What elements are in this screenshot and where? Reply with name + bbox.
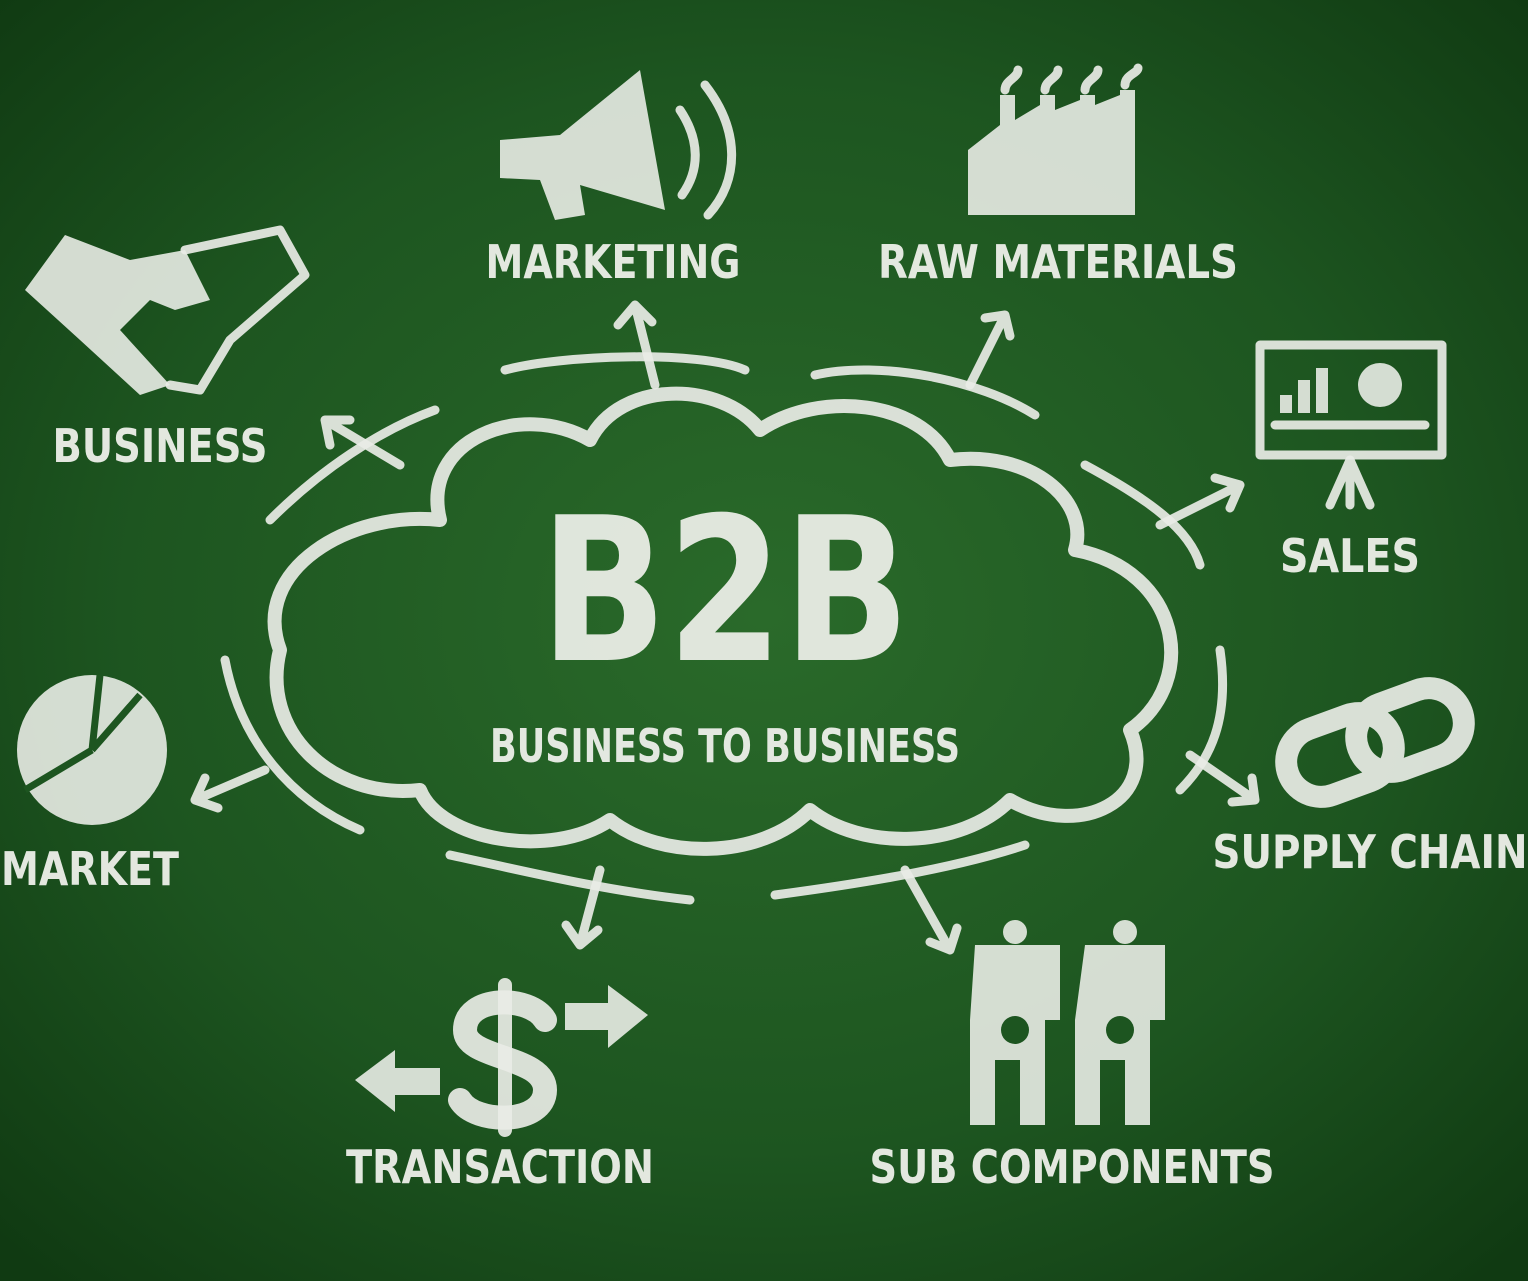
outer-arcs [220,352,1228,905]
label-raw-materials: RAW MATERIALS [878,235,1238,289]
label-business: BUSINESS [53,419,268,473]
pie-chart-icon [17,674,167,825]
chain-link-icon [1275,677,1475,808]
puzzle-pieces-icon [970,920,1165,1125]
label-sub-components: SUB COMPONENTS [870,1140,1275,1194]
label-market: MARKET [1,842,180,896]
handshake-icon [25,225,310,395]
connector-arrows [190,300,1260,955]
label-supply-chain: SUPPLY CHAIN [1213,825,1528,879]
dollar-exchange-icon [355,978,648,1137]
diagram-subtitle: BUSINESS TO BUSINESS [490,719,960,773]
label-sales: SALES [1280,529,1420,583]
label-marketing: MARKETING [486,235,741,289]
cloud-shape [267,386,1179,856]
megaphone-icon [500,70,737,220]
factory-icon [968,63,1143,215]
presentation-chart-icon [1255,340,1447,510]
label-transaction: TRANSACTION [346,1140,654,1194]
diagram-title: B2B [540,475,910,708]
